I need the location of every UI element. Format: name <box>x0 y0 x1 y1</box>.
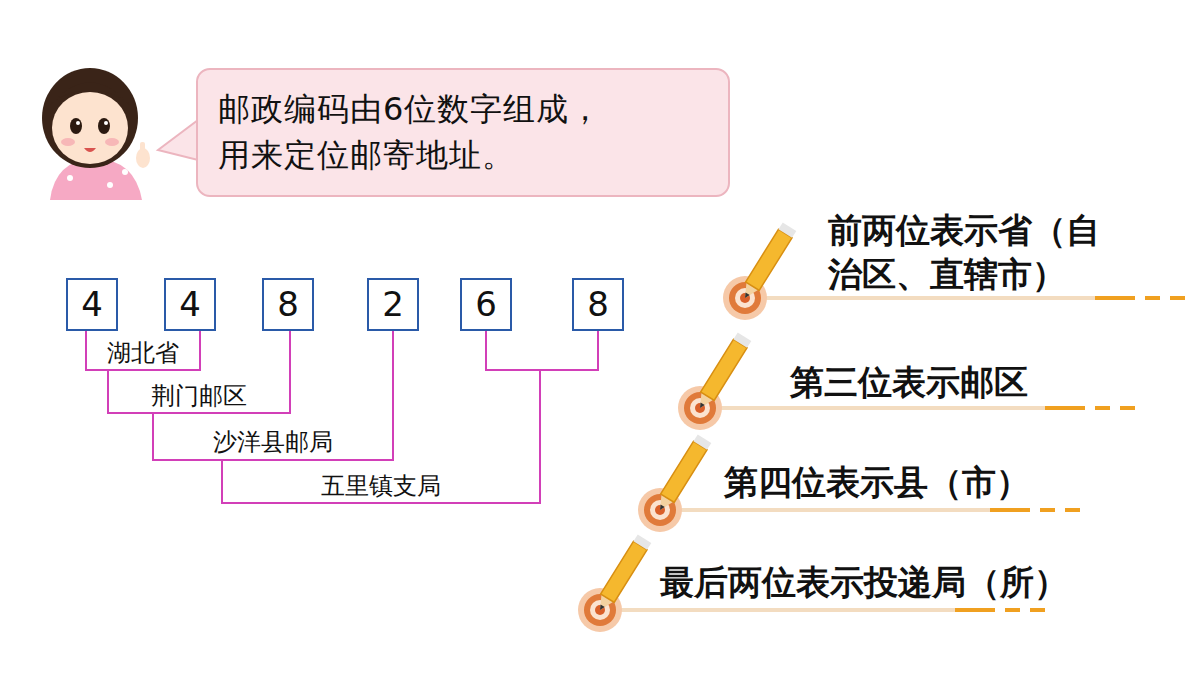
underline-dash <box>1170 296 1185 300</box>
bracket-label: 五里镇支局 <box>321 471 441 502</box>
pencil-body <box>601 541 647 602</box>
bubble-text: 邮政编码由6位数字组成， 用来定位邮寄地址。 <box>218 86 638 179</box>
digit-box: 8 <box>572 278 624 331</box>
underline <box>700 406 1065 410</box>
bracket-lines <box>86 328 598 503</box>
pencil <box>693 333 751 413</box>
underline <box>660 508 1010 512</box>
digit-box: 4 <box>66 278 118 331</box>
rule-text: 最后两位表示投递局（所） <box>660 560 1068 604</box>
pencil-end <box>693 435 711 450</box>
underline-dash <box>1040 508 1055 512</box>
underline-dash <box>955 608 995 612</box>
rule-text: 第四位表示县（市） <box>724 460 1030 504</box>
underline-dash <box>1005 608 1020 612</box>
girl-figure <box>42 68 150 200</box>
pencil-lead <box>743 292 750 299</box>
underline-dash <box>1145 296 1160 300</box>
pencil-end <box>633 535 651 550</box>
pencil-lead <box>698 402 705 409</box>
target <box>695 403 705 413</box>
digit: 8 <box>277 280 299 329</box>
pencil-body <box>746 229 792 290</box>
underline <box>745 296 1115 300</box>
underline <box>600 608 975 612</box>
target <box>655 505 665 515</box>
pencil-end <box>778 223 796 238</box>
pencil-body <box>701 339 747 400</box>
underline-dash <box>1095 296 1135 300</box>
underline-dash <box>1045 406 1085 410</box>
digit-box: 6 <box>460 278 512 331</box>
digit: 4 <box>81 280 103 329</box>
digit: 4 <box>179 280 201 329</box>
pencil <box>738 223 796 303</box>
digit: 2 <box>382 280 404 329</box>
pencil-lead <box>658 504 665 511</box>
underline-dash <box>990 508 1030 512</box>
bracket-label: 沙洋县邮局 <box>213 427 333 458</box>
bracket-label: 湖北省 <box>107 338 179 369</box>
digit-box: 4 <box>164 278 216 331</box>
pencil-lead <box>598 604 605 611</box>
digit-box: 8 <box>262 278 314 331</box>
pencil-body <box>661 441 707 502</box>
pencil-end <box>733 333 751 348</box>
rule-text: 第三位表示邮区 <box>790 360 1028 404</box>
bracket-label: 荆门邮区 <box>151 381 247 412</box>
underline-dash <box>1030 608 1045 612</box>
target <box>740 293 750 303</box>
digit-box: 2 <box>367 278 419 331</box>
underline-dash <box>1065 508 1080 512</box>
bubble-tail <box>158 120 198 160</box>
underline-dash <box>1120 406 1135 410</box>
underline-dash <box>1095 406 1110 410</box>
target <box>595 605 605 615</box>
digit: 8 <box>587 280 609 329</box>
digit: 6 <box>475 280 497 329</box>
pencil <box>653 435 711 515</box>
rule-text: 前两位表示省（自 治区、直辖市） <box>828 208 1128 296</box>
pencil <box>593 535 651 615</box>
speech-bubble: 邮政编码由6位数字组成， 用来定位邮寄地址。 <box>196 68 730 197</box>
